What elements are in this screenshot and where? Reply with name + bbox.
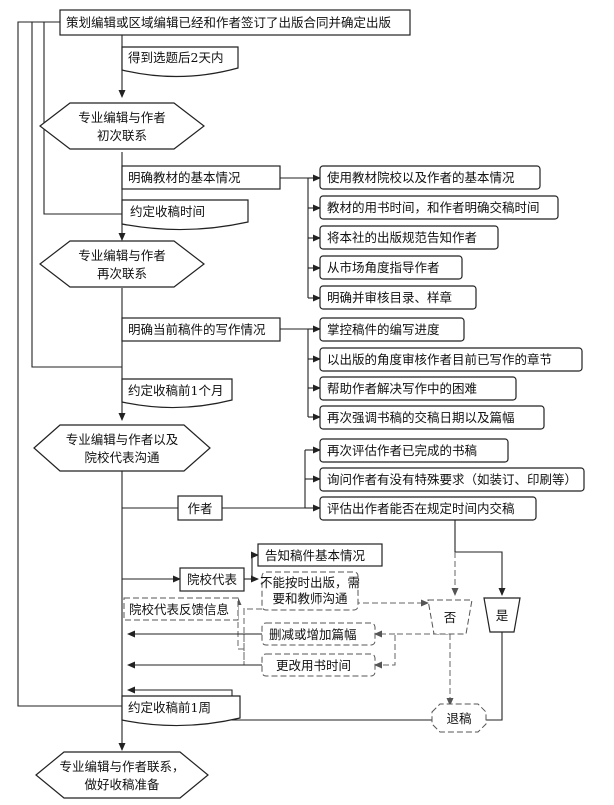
svg-text:告知稿件基本情况: 告知稿件基本情况	[265, 548, 366, 563]
svg-text:将本社的出版规范告知作者: 将本社的出版规范告知作者	[327, 230, 477, 245]
svg-text:否: 否	[444, 610, 457, 625]
svg-text:明确并审核目录、样章: 明确并审核目录、样章	[327, 290, 452, 305]
svg-text:院校代表沟通: 院校代表沟通	[84, 450, 160, 465]
svg-text:要和教师沟通: 要和教师沟通	[272, 591, 348, 606]
clarify-basic-box: 明确教材的基本情况	[121, 165, 281, 190]
svg-text:再次评估作者已完成的书稿: 再次评估作者已完成的书稿	[327, 443, 477, 458]
one-month-box: 约定收稿前1个月	[121, 378, 233, 409]
clarify-current-box: 明确当前稿件的写作情况	[121, 317, 281, 342]
svg-text:明确教材的基本情况: 明确教材的基本情况	[128, 170, 241, 185]
basic-items: 使用教材院校以及作者的基本情况 教材的用书时间，和作者明确交稿时间 将本社的出版…	[319, 165, 559, 310]
svg-text:约定收稿前1周: 约定收稿前1周	[128, 700, 211, 715]
hex-first-contact: 专业编辑与作者 初次联系	[39, 102, 205, 150]
author-items: 再次评估作者已完成的书稿 询问作者有没有特殊要求（如装订、印刷等） 评估出作者能…	[319, 438, 585, 521]
school-rep-box: 院校代表	[179, 567, 245, 592]
svg-text:更改用书时间: 更改用书时间	[276, 658, 351, 673]
svg-text:得到选题后2天内: 得到选题后2天内	[128, 50, 223, 65]
hex-rep-communication: 专业编辑与作者以及 院校代表沟通	[33, 424, 211, 472]
reject-box: 退稿	[431, 703, 487, 733]
current-items: 掌控稿件的编写进度 以出版的角度审核作者目前已写作的章节 帮助作者解决写作中的困…	[319, 317, 583, 430]
svg-text:再次联系: 再次联系	[97, 266, 147, 281]
svg-text:使用教材院校以及作者的基本情况: 使用教材院校以及作者的基本情况	[327, 170, 515, 185]
svg-text:约定收稿时间: 约定收稿时间	[130, 204, 205, 219]
svg-text:初次联系: 初次联系	[97, 128, 147, 143]
svg-text:不能按时出版，需: 不能按时出版，需	[260, 575, 360, 590]
svg-text:策划编辑或区域编辑已经和作者签订了出版合同并确定出版: 策划编辑或区域编辑已经和作者签订了出版合同并确定出版	[66, 15, 392, 30]
within-2-days-box: 得到选题后2天内	[121, 46, 239, 78]
svg-text:专业编辑与作者以及: 专业编辑与作者以及	[66, 432, 179, 447]
svg-text:明确当前稿件的写作情况: 明确当前稿件的写作情况	[128, 322, 266, 337]
svg-text:专业编辑与作者联系，: 专业编辑与作者联系，	[59, 759, 184, 774]
yes-trapezoid: 是	[483, 597, 521, 633]
hex-prepare-collection: 专业编辑与作者联系， 做好收稿准备	[35, 751, 209, 799]
svg-text:教材的用书时间，和作者明确交稿时间: 教材的用书时间，和作者明确交稿时间	[327, 200, 540, 215]
svg-text:约定收稿前1个月: 约定收稿前1个月	[128, 383, 223, 398]
svg-text:从市场角度指导作者: 从市场角度指导作者	[327, 260, 440, 275]
agree-time-box: 约定收稿时间	[121, 199, 249, 231]
svg-text:作者: 作者	[187, 501, 212, 516]
svg-text:删减或增加篇幅: 删减或增加篇幅	[269, 627, 357, 642]
svg-text:做好收稿准备: 做好收稿准备	[84, 777, 160, 792]
svg-text:是: 是	[496, 608, 509, 623]
svg-text:院校代表: 院校代表	[187, 572, 238, 587]
svg-text:掌控稿件的编写进度: 掌控稿件的编写进度	[327, 322, 440, 337]
svg-text:评估出作者能否在规定时间内交稿: 评估出作者能否在规定时间内交稿	[327, 501, 515, 516]
one-week-box: 约定收稿前1周	[121, 695, 241, 727]
svg-text:帮助作者解决写作中的困难: 帮助作者解决写作中的困难	[327, 381, 477, 396]
top-box: 策划编辑或区域编辑已经和作者签订了出版合同并确定出版	[59, 9, 411, 36]
svg-text:退稿: 退稿	[446, 711, 471, 726]
cut-add-box: 删减或增加篇幅	[261, 622, 376, 646]
author-box: 作者	[177, 495, 223, 521]
svg-text:专业编辑与作者: 专业编辑与作者	[78, 248, 166, 263]
svg-text:专业编辑与作者: 专业编辑与作者	[78, 110, 166, 125]
cannot-publish-box: 不能按时出版，需 要和教师沟通	[260, 571, 360, 611]
svg-text:以出版的角度审核作者目前已写作的章节: 以出版的角度审核作者目前已写作的章节	[327, 352, 552, 367]
change-time-box: 更改用书时间	[261, 653, 376, 677]
svg-text:院校代表反馈信息: 院校代表反馈信息	[129, 602, 229, 617]
svg-text:询问作者有没有特殊要求（如装订、印刷等）: 询问作者有没有特殊要求（如装订、印刷等）	[327, 472, 577, 487]
hex-second-contact: 专业编辑与作者 再次联系	[39, 240, 205, 288]
no-trapezoid: 否	[427, 599, 473, 635]
svg-text:再次强调书稿的交稿日期以及篇幅: 再次强调书稿的交稿日期以及篇幅	[327, 410, 515, 425]
rep-feedback-box: 院校代表反馈信息	[123, 597, 239, 621]
notify-box: 告知稿件基本情况	[257, 543, 383, 567]
